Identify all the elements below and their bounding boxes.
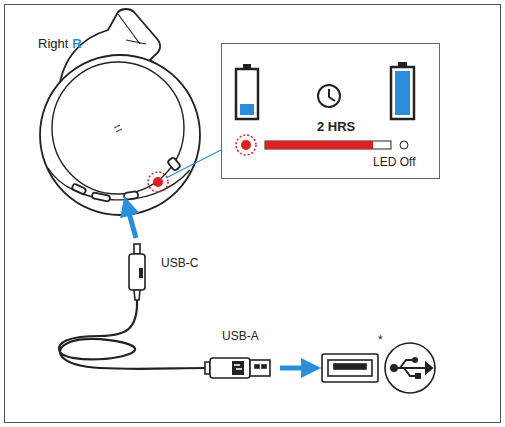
side-label: Right <box>38 37 68 50</box>
connector-label: USB-C <box>161 257 198 269</box>
battery-full-icon <box>391 62 414 119</box>
frame <box>5 5 501 423</box>
leader-line <box>166 150 221 178</box>
inset-box: 2 HRS LED Off <box>221 43 440 179</box>
clock-icon <box>318 85 340 107</box>
led-blink-bar <box>236 135 408 155</box>
duration-label: 2 HRS <box>317 120 355 133</box>
battery-low-icon <box>236 64 258 119</box>
usb-cable <box>59 244 270 378</box>
insert-arrow <box>280 366 311 371</box>
side-letter: R <box>72 37 81 50</box>
led-state-label: LED Off <box>373 156 415 168</box>
usb-symbol <box>385 343 435 393</box>
connector-label: USB-A <box>222 330 259 342</box>
usb-port <box>322 354 378 382</box>
insert-arrow <box>127 206 136 238</box>
footnote-mark: * <box>378 334 383 346</box>
